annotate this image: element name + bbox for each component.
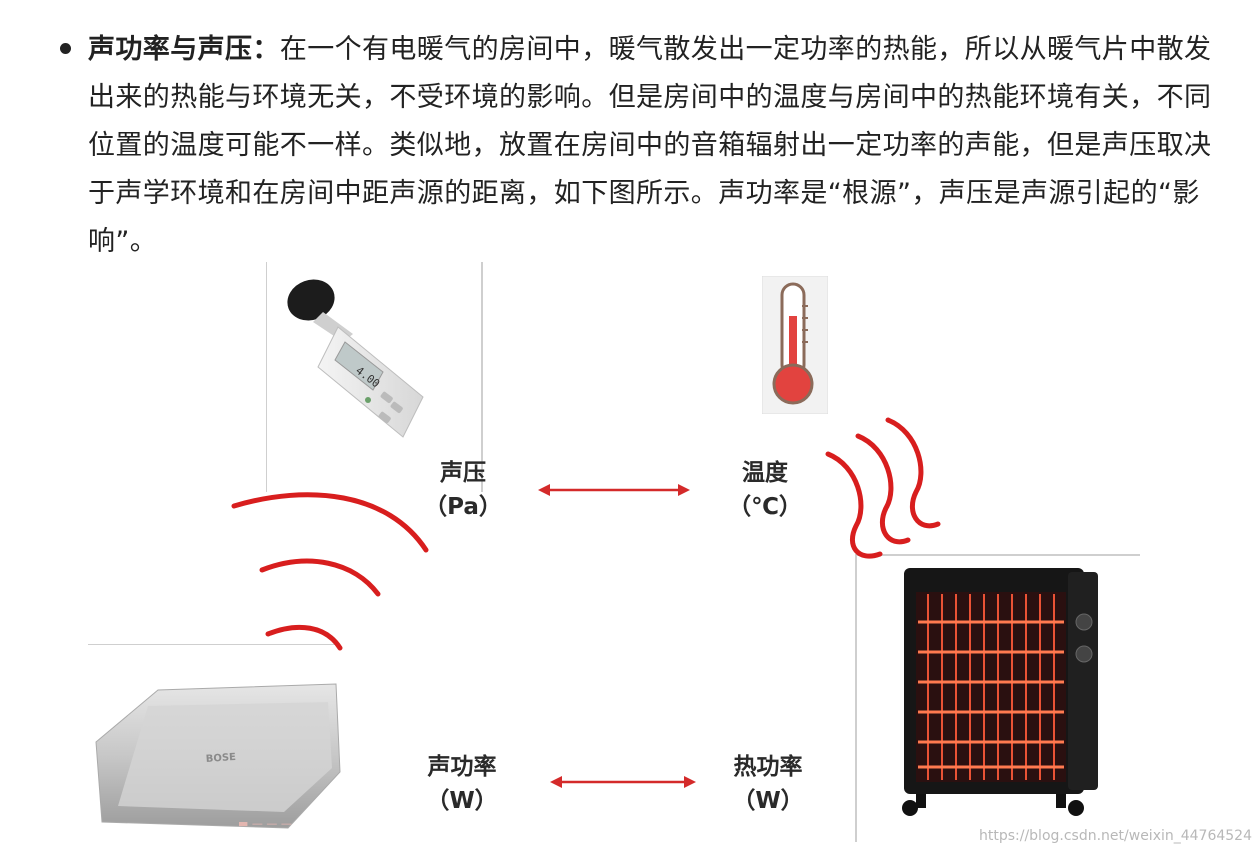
sound-waves: [228, 482, 438, 652]
paragraph-term: 声功率与声压：: [88, 34, 280, 65]
bullet-item: 声功率与声压：在一个有电暖气的房间中，暖气散发出一定功率的热能，所以从暖气片中散…: [60, 26, 1220, 266]
label-sound-power: 声功率 （W）: [400, 750, 524, 818]
arrow-power-power: [548, 772, 698, 792]
label-heat-power: 热功率 （W）: [706, 750, 830, 818]
speaker-logo-mark: ▬ — — —: [238, 817, 292, 830]
speaker-image: BOSE: [88, 672, 348, 837]
meter-frame-left: [266, 262, 267, 492]
label-sound-power-unit: （W）: [400, 784, 524, 818]
paragraph-body: 在一个有电暖气的房间中，暖气散发出一定功率的热能，所以从暖气片中散发出来的热能与…: [88, 34, 1211, 257]
label-sound-pressure: 声压 （Pa）: [408, 456, 518, 524]
label-temperature-unit: （℃）: [710, 490, 820, 524]
thermometer-image: [762, 276, 828, 414]
heater-image: [896, 562, 1116, 822]
label-sound-pressure-unit: （Pa）: [408, 490, 518, 524]
arrow-pressure-temperature: [536, 480, 692, 500]
sound-level-meter-image: 4.00: [283, 272, 443, 452]
heat-waves: [818, 412, 968, 562]
watermark: https://blog.csdn.net/weixin_44764524: [979, 828, 1252, 844]
heater-frame-left: [855, 554, 857, 842]
bullet-dot: [60, 43, 71, 54]
label-temperature: 温度 （℃）: [710, 456, 820, 524]
comparison-figure: 4.00 BOSE ▬ — — —: [88, 262, 1140, 842]
label-heat-power-title: 热功率: [706, 750, 830, 784]
paragraph: 声功率与声压：在一个有电暖气的房间中，暖气散发出一定功率的热能，所以从暖气片中散…: [88, 26, 1220, 266]
label-temperature-title: 温度: [710, 456, 820, 490]
label-sound-pressure-title: 声压: [408, 456, 518, 490]
label-sound-power-title: 声功率: [400, 750, 524, 784]
speaker-brand: BOSE: [205, 752, 236, 765]
label-heat-power-unit: （W）: [706, 784, 830, 818]
